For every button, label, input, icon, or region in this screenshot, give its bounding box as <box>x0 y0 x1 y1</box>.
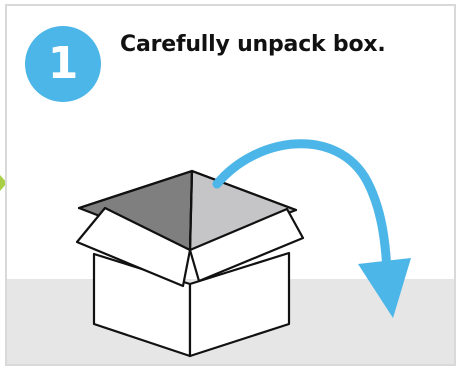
step-card: 1 Carefully unpack box. <box>5 4 456 366</box>
open-box-icon <box>77 171 303 356</box>
step-title: Carefully unpack box. <box>120 32 386 57</box>
step-number-badge: 1 <box>25 26 101 102</box>
